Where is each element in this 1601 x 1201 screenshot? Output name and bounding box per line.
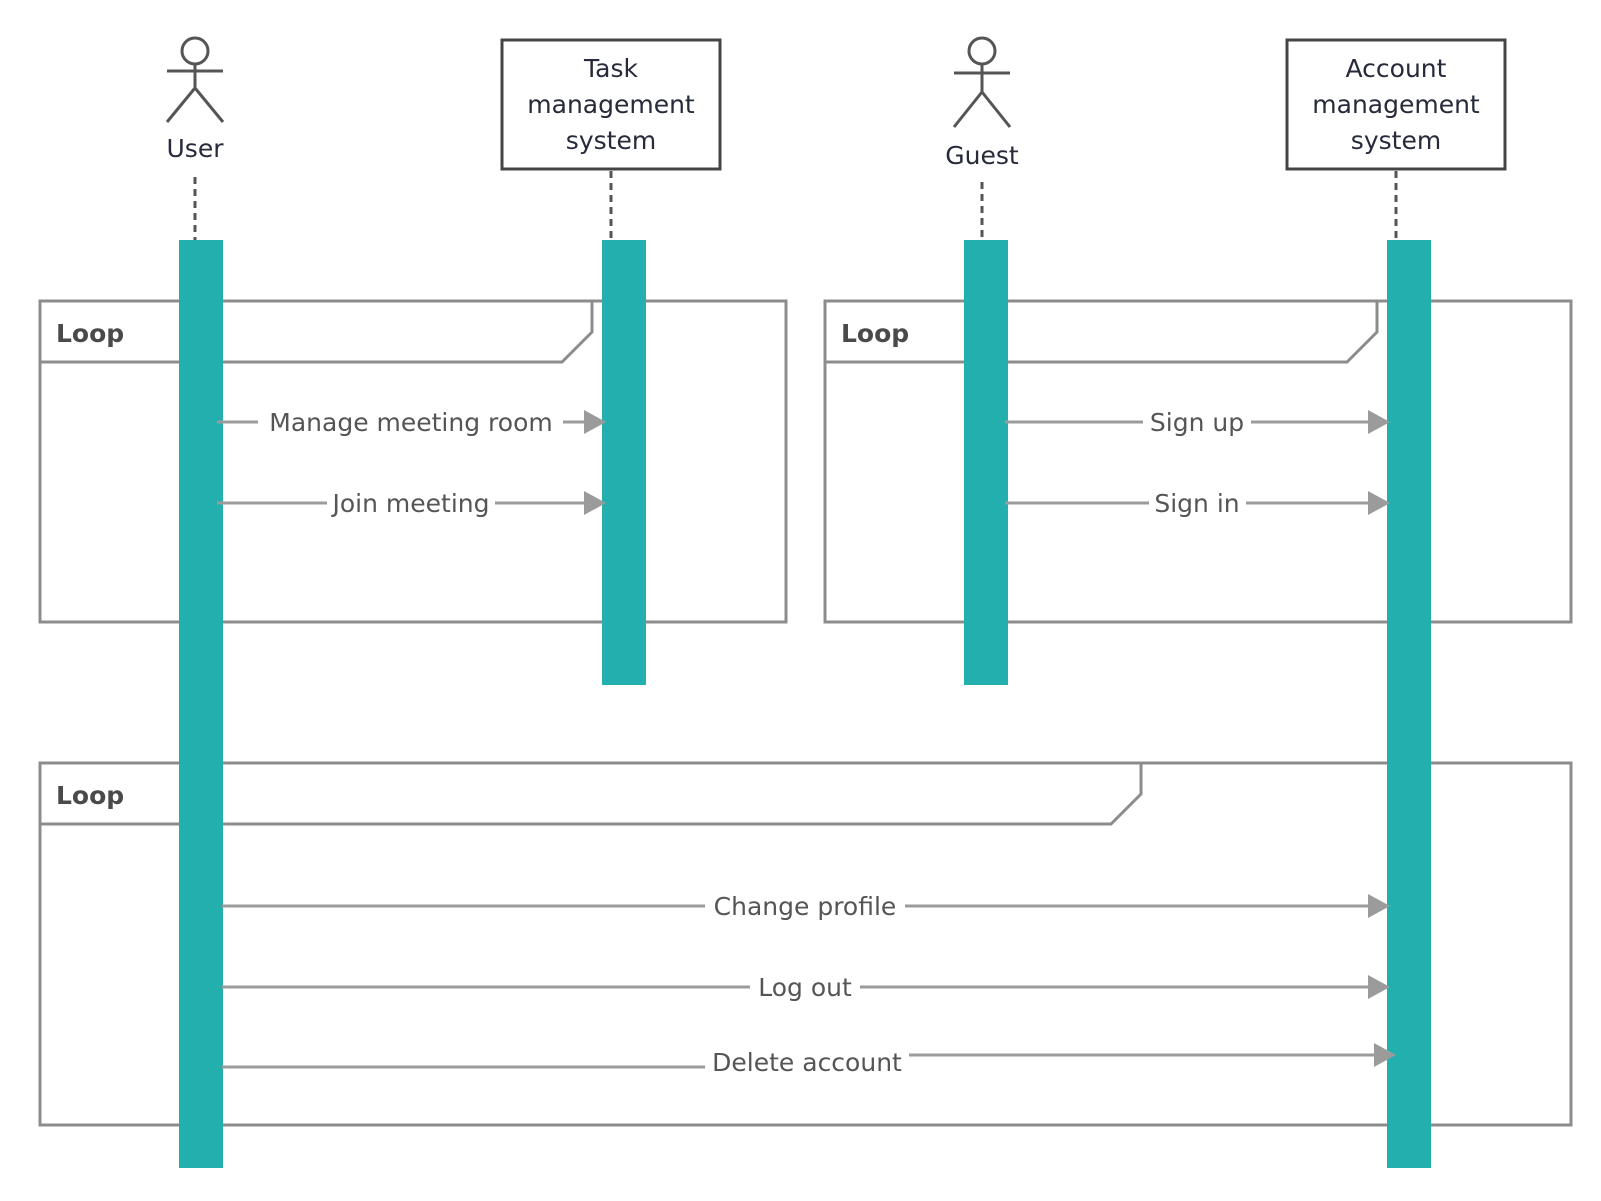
message-manage-meeting-room: Manage meeting room bbox=[217, 408, 606, 437]
loop-frame-2: Loop bbox=[823, 299, 1573, 624]
loop-frame-2-title: Loop bbox=[841, 319, 909, 348]
message-sign-up: Sign up bbox=[1005, 408, 1390, 437]
message-change-profile: Change profile bbox=[222, 892, 1390, 921]
participant-ams-label-line-2: management bbox=[1312, 90, 1480, 119]
arrowhead-icon bbox=[584, 410, 606, 434]
arrowhead-icon bbox=[1368, 894, 1390, 918]
participant-tms-label-line-2: management bbox=[527, 90, 695, 119]
activation-bar-tms bbox=[602, 240, 646, 685]
message-log-out: Log out bbox=[222, 973, 1390, 1002]
participant-ams-label-line-1: Account bbox=[1346, 54, 1447, 83]
loop-frame-1-title: Loop bbox=[56, 319, 124, 348]
activation-bar-user bbox=[179, 240, 223, 1168]
stick-figure-icon bbox=[165, 36, 225, 123]
arrowhead-icon bbox=[1374, 1043, 1396, 1067]
arrowhead-icon bbox=[1368, 491, 1390, 515]
actor-guest-label: Guest bbox=[945, 141, 1019, 170]
participant-tms-label-line-1: Task bbox=[583, 54, 638, 83]
message-label: Change profile bbox=[714, 892, 897, 921]
stick-figure-icon bbox=[952, 36, 1012, 128]
arrowhead-icon bbox=[1368, 975, 1390, 999]
participant-account-management-system: Account management system bbox=[1285, 38, 1507, 171]
message-label: Sign in bbox=[1154, 489, 1239, 518]
loop-frame-3-title: Loop bbox=[56, 781, 124, 810]
message-sign-in: Sign in bbox=[1005, 489, 1390, 518]
actor-user: User bbox=[165, 36, 225, 163]
message-delete-account: Delete account bbox=[222, 1043, 1396, 1077]
message-label: Delete account bbox=[712, 1048, 902, 1077]
message-join-meeting: Join meeting bbox=[217, 489, 606, 518]
actor-user-label: User bbox=[167, 134, 225, 163]
participant-task-management-system: Task management system bbox=[500, 38, 722, 171]
message-label: Log out bbox=[758, 973, 852, 1002]
participant-ams-label-line-3: system bbox=[1351, 126, 1441, 155]
activation-bar-guest bbox=[964, 240, 1008, 685]
loop-frame-3: Loop bbox=[38, 761, 1573, 1127]
message-label: Sign up bbox=[1150, 408, 1244, 437]
arrowhead-icon bbox=[584, 491, 606, 515]
actor-guest: Guest bbox=[945, 36, 1019, 170]
message-label: Manage meeting room bbox=[269, 408, 552, 437]
activation-bar-ams bbox=[1387, 240, 1431, 1168]
arrowhead-icon bbox=[1368, 410, 1390, 434]
loop-frame-1: Loop bbox=[38, 299, 788, 624]
message-label: Join meeting bbox=[331, 489, 490, 518]
participant-tms-label-line-3: system bbox=[566, 126, 656, 155]
